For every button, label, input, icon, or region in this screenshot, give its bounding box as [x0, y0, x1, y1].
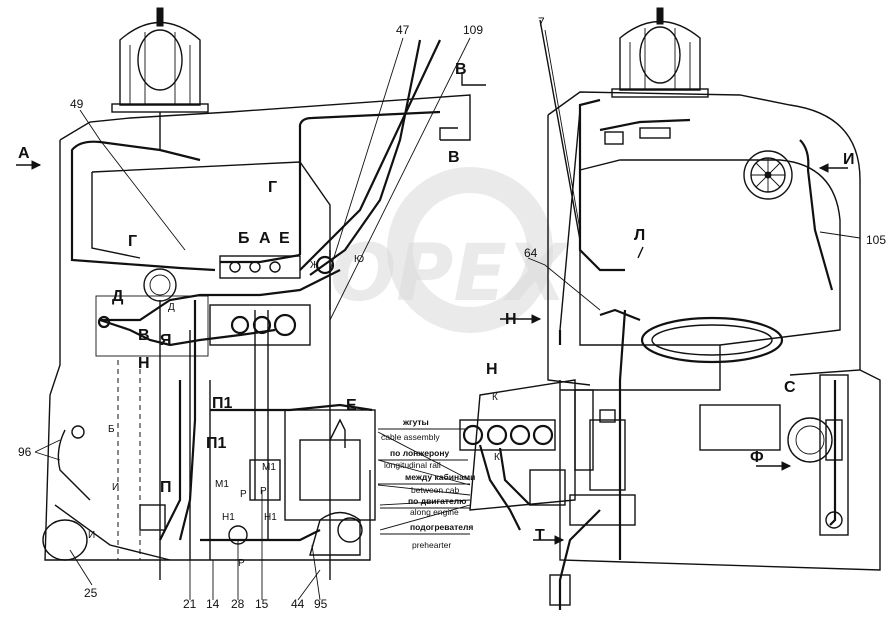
leader-lines — [34, 29, 861, 601]
left-wiring — [70, 39, 441, 580]
label-view-b: Б — [238, 230, 250, 247]
label-view-v-top: В — [455, 61, 467, 78]
label-view-d: Д — [112, 288, 124, 305]
label-r-bottom: Р — [238, 558, 245, 569]
label-view-n-low: Н — [486, 361, 498, 378]
right-reflector — [640, 316, 784, 364]
left-cab-outline — [44, 94, 471, 561]
callout-96: 96 — [18, 445, 32, 459]
callout-25: 25 — [84, 586, 98, 600]
callout-44: 44 — [291, 597, 305, 611]
right-beacon-lamp — [611, 7, 709, 98]
label-view-n-left: Н — [138, 355, 150, 372]
legend-engine-ru: по двигателю — [408, 496, 466, 506]
label-b-small: Б — [108, 424, 115, 435]
label-view-a-small: А — [259, 230, 271, 247]
callout-95: 95 — [314, 597, 328, 611]
left-battery-area — [228, 409, 376, 556]
label-view-l: Л — [634, 227, 645, 244]
view-arrows — [31, 160, 829, 545]
label-view-d-small: Д — [168, 302, 175, 313]
right-fan — [743, 150, 793, 200]
label-view-a: А — [18, 145, 30, 162]
label-view-v-left: В — [138, 327, 150, 344]
harness-legend: жгуты cable assembly по лонжерону longit… — [378, 417, 475, 550]
label-view-e-mid: Е — [346, 397, 357, 414]
callout-7: 7 — [538, 15, 545, 29]
center-fuse-block — [459, 379, 636, 610]
legend-harnesses-en: cable assembly — [381, 432, 440, 442]
label-n1-b: Н1 — [264, 512, 277, 523]
label-m1-a: М1 — [215, 479, 229, 490]
callout-105: 105 — [866, 233, 886, 247]
callout-49: 49 — [70, 97, 84, 111]
legend-rail-en: longitudinal rail — [384, 460, 441, 470]
legend-heater-en: prehearter — [412, 540, 451, 550]
label-n1-a: Н1 — [222, 512, 235, 523]
relay-block — [97, 255, 335, 346]
right-wiring — [539, 19, 837, 560]
label-view-f: Ф — [750, 449, 764, 466]
legend-cab-ru: между кабинами — [405, 472, 475, 482]
label-view-k-small: К — [494, 452, 500, 463]
callout-64: 64 — [524, 246, 538, 260]
label-view-v-mid: В — [448, 149, 460, 166]
right-connector-strip — [819, 374, 849, 536]
label-r-a: Р — [240, 489, 247, 500]
label-view-n-mid: Н — [505, 311, 517, 328]
callout-109: 109 — [463, 23, 483, 37]
label-i-a: И — [112, 482, 119, 493]
label-view-zh: Ж — [310, 260, 320, 271]
label-p1-a: П1 — [212, 395, 233, 412]
label-view-g-upper: Г — [268, 179, 277, 196]
label-view-t: Т — [535, 527, 545, 544]
watermark-logo: OPEX — [330, 167, 571, 333]
label-p1-b: П1 — [206, 435, 227, 452]
watermark-text: OPEX — [330, 229, 571, 319]
right-cab-outline — [547, 91, 881, 571]
callout-47: 47 — [396, 23, 410, 37]
left-steering — [42, 425, 171, 561]
callout-15: 15 — [255, 597, 269, 611]
callout-14: 14 — [206, 597, 220, 611]
legend-rail-ru: по лонжерону — [390, 448, 449, 458]
label-r-b: Р — [260, 486, 267, 497]
label-view-i: И — [843, 151, 855, 168]
label-i-b: И — [88, 530, 95, 541]
label-p: П — [160, 479, 172, 496]
label-view-s: С — [784, 379, 796, 396]
legend-cab-en: between cab — [411, 485, 459, 495]
label-view-ya: Я — [160, 332, 172, 349]
legend-harnesses-ru: жгуты — [402, 417, 429, 427]
label-view-k: К — [492, 392, 498, 403]
label-view-yu: Ю — [354, 254, 364, 265]
legend-heater-ru: подогревателя — [410, 522, 473, 532]
label-view-e-top: Е — [279, 230, 290, 247]
callout-21: 21 — [183, 597, 197, 611]
callout-28: 28 — [231, 597, 245, 611]
left-beacon-lamp — [111, 7, 209, 150]
label-view-g-left: Г — [128, 233, 137, 250]
legend-engine-en: along engine — [410, 507, 459, 517]
label-m1-b: М1 — [262, 462, 276, 473]
